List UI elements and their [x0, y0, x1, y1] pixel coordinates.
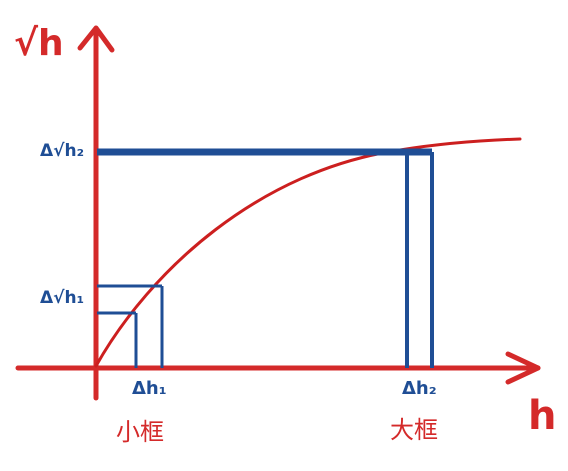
small-box-label: 小框	[116, 418, 164, 446]
large-box-group	[97, 148, 434, 368]
sqrt-curve	[94, 137, 522, 368]
delta-h2-label: Δh₂	[402, 378, 437, 399]
x-axis-arrow-icon	[505, 351, 541, 385]
x-axis-label: h	[528, 393, 557, 439]
delta-h1-label: Δh₁	[132, 378, 167, 399]
large-box-label: 大框	[390, 416, 438, 444]
y-axis-label: √h	[14, 23, 64, 64]
delta-sqrt-h2-label: Δ√h₂	[40, 141, 85, 161]
small-box-group	[97, 284, 164, 368]
y-axis-arrow-icon	[77, 25, 115, 53]
delta-sqrt-h1-label: Δ√h₁	[40, 288, 85, 308]
